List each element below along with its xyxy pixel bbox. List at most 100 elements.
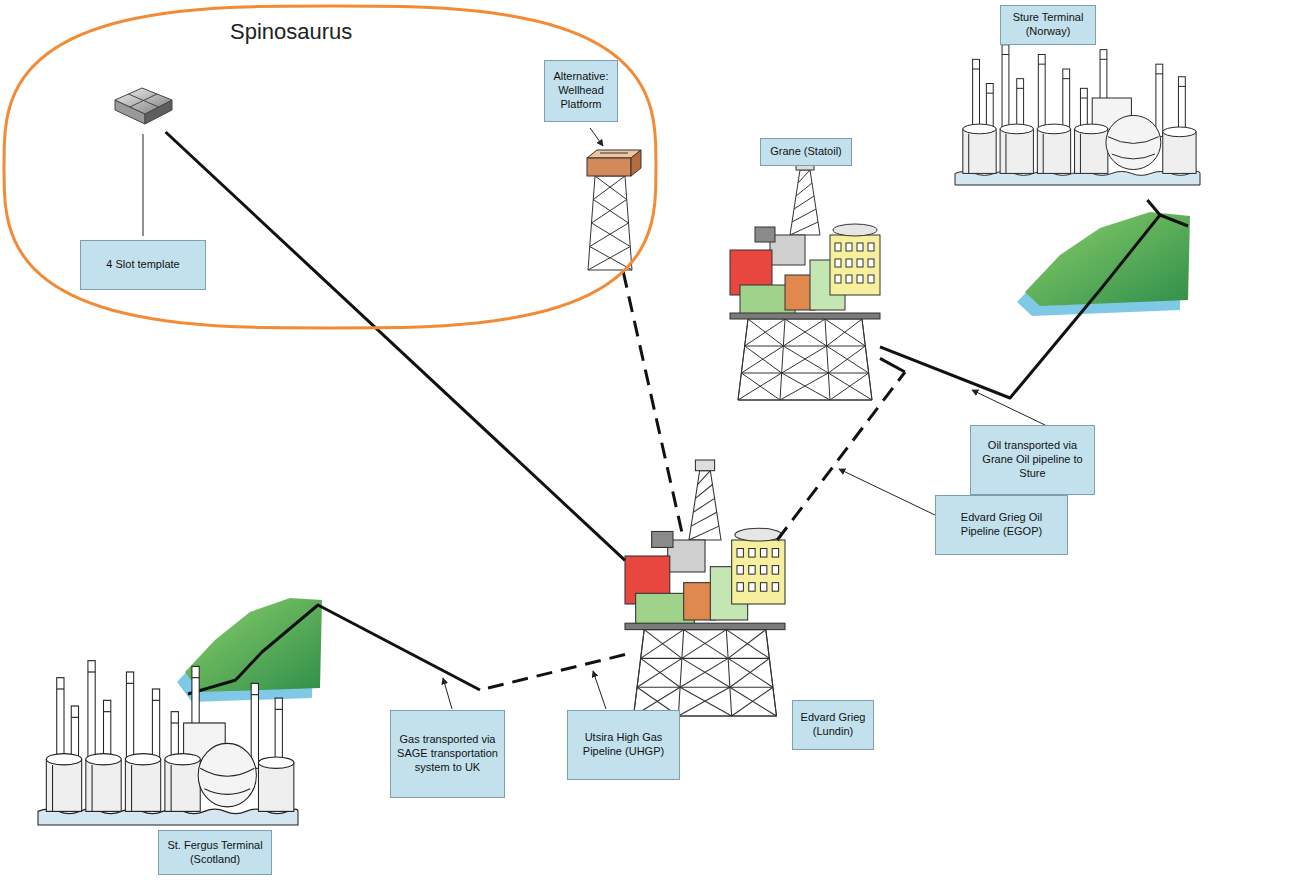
derrick	[689, 471, 721, 540]
accommodation	[732, 540, 785, 604]
subsea-template	[115, 88, 172, 124]
tank-roof	[1075, 124, 1108, 134]
template-slot-line	[130, 94, 157, 107]
brace	[825, 319, 865, 346]
pipeline-dashed	[777, 372, 905, 540]
brace	[730, 658, 769, 687]
window	[868, 243, 874, 251]
tank-roof	[258, 757, 293, 768]
window	[760, 566, 766, 575]
storage-tank	[86, 759, 121, 811]
window	[835, 243, 841, 251]
window	[737, 549, 743, 558]
accommodation	[830, 235, 880, 295]
derrick-brace	[798, 170, 810, 183]
land-mass	[1025, 212, 1190, 306]
brace	[680, 658, 728, 687]
brace	[783, 346, 828, 373]
window	[835, 275, 841, 283]
jacket-leg	[726, 630, 731, 716]
storage-tank	[1075, 129, 1108, 173]
wellhead-platform	[587, 150, 641, 270]
pipeline-solid	[880, 200, 1160, 398]
sphere-band	[200, 768, 254, 794]
crown-block	[695, 460, 714, 471]
brace	[780, 373, 828, 400]
facility-label: Alternative: Wellhead Platform	[544, 60, 618, 122]
facility-node: Grane (Statoil)	[730, 235, 880, 400]
pipeline-solid	[880, 358, 905, 372]
storage-tank	[1163, 132, 1196, 174]
chimney-band	[1002, 54, 1009, 55]
deck-box	[587, 158, 631, 176]
leader-line	[143, 134, 144, 236]
brace	[641, 658, 770, 659]
window	[749, 583, 755, 592]
tower-brace	[590, 223, 629, 247]
deck	[730, 313, 880, 319]
pipeline	[880, 200, 1160, 398]
jacket	[738, 319, 872, 400]
window	[868, 275, 874, 283]
brace	[678, 687, 730, 716]
jacket-leg	[766, 630, 777, 716]
land-mass	[185, 598, 322, 692]
pipeline-onshore	[1160, 215, 1188, 226]
facility-node: Alternative: Wellhead Platform	[580, 145, 638, 272]
storage-tank	[963, 129, 996, 173]
leader-arrow	[972, 390, 1045, 425]
deck	[625, 623, 785, 629]
storage-tank	[1000, 129, 1033, 173]
chimney	[251, 683, 258, 768]
callout-label: Oil transported via Grane Oil pipeline t…	[970, 425, 1095, 495]
deck-grid	[600, 153, 628, 154]
facility-node: St. Fergus Terminal (Scotland)	[35, 680, 300, 825]
facility-label: Sture Terminal (Norway)	[1000, 5, 1096, 45]
derrick-brace	[695, 485, 712, 499]
pipeline	[236, 605, 625, 690]
brace	[738, 400, 872, 401]
brace	[680, 687, 732, 716]
tower-brace	[590, 247, 632, 271]
brace	[828, 346, 865, 373]
window	[857, 243, 863, 251]
window	[737, 566, 743, 575]
brace	[741, 373, 868, 374]
sphere-tank	[198, 743, 256, 806]
chimney	[1002, 45, 1009, 137]
window	[749, 549, 755, 558]
brace	[682, 630, 726, 659]
window	[772, 583, 778, 592]
tower-brace	[592, 223, 631, 247]
storage-tank	[46, 759, 81, 811]
brace	[728, 658, 773, 687]
brace	[782, 373, 830, 400]
window	[846, 275, 852, 283]
window	[846, 243, 852, 251]
derrick-brace	[689, 526, 719, 540]
window	[857, 259, 863, 267]
chimney-band	[1063, 78, 1070, 79]
window	[846, 259, 852, 267]
pipeline-dashed	[623, 272, 683, 540]
tower	[588, 176, 632, 270]
pipeline-dashed	[480, 655, 625, 690]
derrick	[790, 170, 820, 235]
derrick-brace	[693, 498, 714, 512]
window	[857, 275, 863, 283]
facility-node: Sture Terminal (Norway)	[950, 40, 1210, 200]
pipeline-solid	[166, 132, 625, 560]
platform	[625, 460, 785, 716]
brace	[783, 319, 825, 346]
helideck	[735, 528, 782, 541]
jacket-leg	[780, 319, 785, 400]
template-top	[115, 88, 172, 114]
callout-label: Gas transported via SAGE transportation …	[390, 710, 505, 798]
callout-label: Utsira High Gas Pipeline (UHGP)	[567, 710, 680, 780]
brace	[682, 658, 730, 687]
storage-tank	[258, 763, 293, 812]
chimney	[126, 672, 133, 768]
jacket-leg	[825, 319, 830, 400]
chimney-band	[1178, 86, 1185, 87]
